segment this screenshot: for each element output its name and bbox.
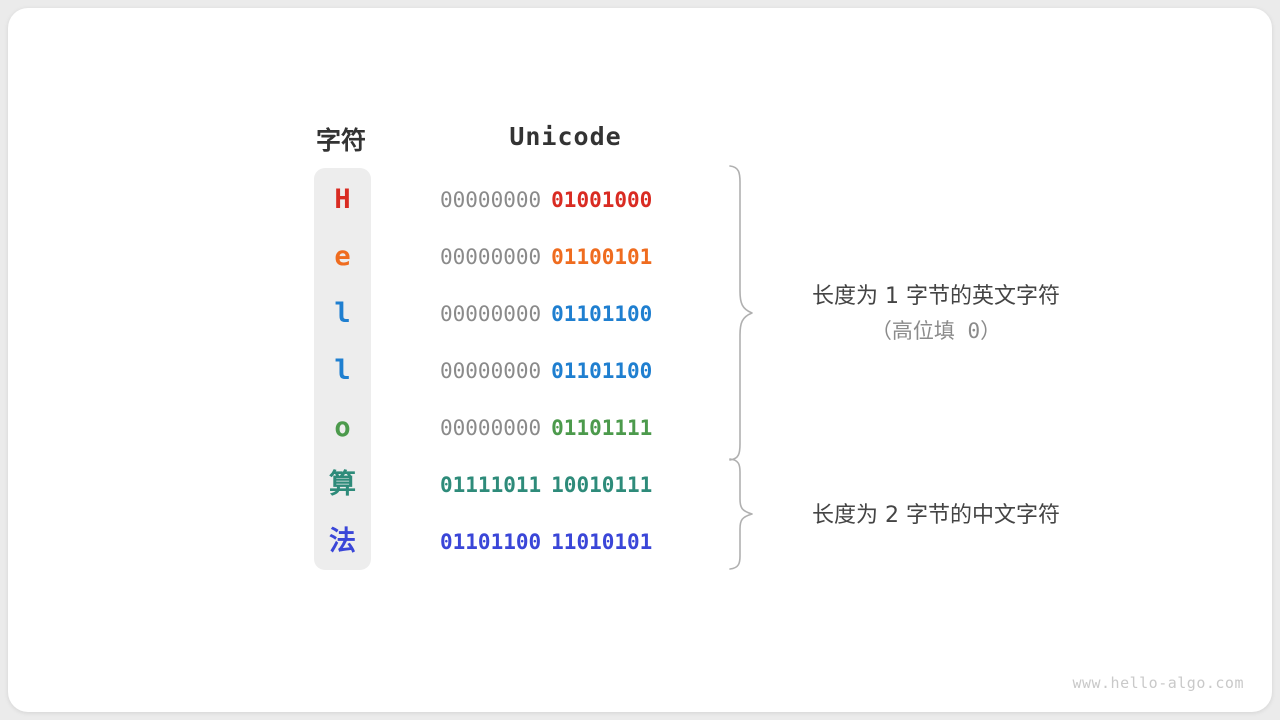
character-cell: o bbox=[334, 412, 351, 443]
character-cell: H bbox=[334, 184, 351, 215]
watermark: www.hello-algo.com bbox=[1072, 674, 1244, 692]
binary-row: 01111011 10010111 bbox=[440, 470, 691, 500]
diagram-card: 字符 Unicode H 00000000 01001000 e 00000000 011… bbox=[8, 8, 1272, 712]
binary-row: 00000000 01101100 bbox=[440, 299, 691, 329]
high-byte: 00000000 bbox=[440, 245, 542, 269]
low-byte: 01100101 bbox=[551, 245, 653, 269]
character-cell: l bbox=[334, 355, 351, 386]
character-cell: 算 bbox=[329, 469, 356, 500]
binary-row: 00000000 01001000 bbox=[440, 185, 691, 215]
character-cell: e bbox=[334, 241, 351, 272]
low-byte: 01101100 bbox=[551, 359, 653, 383]
high-byte: 00000000 bbox=[440, 416, 542, 440]
character-column-background bbox=[314, 168, 371, 570]
character-cell: 法 bbox=[329, 526, 356, 557]
low-byte: 01101100 bbox=[551, 302, 653, 326]
annotation-one-byte-sub: （高位填 0） bbox=[870, 319, 1002, 343]
high-byte: 01101100 bbox=[440, 530, 542, 554]
binary-row: 00000000 01100101 bbox=[440, 242, 691, 272]
high-byte: 00000000 bbox=[440, 188, 542, 212]
high-byte: 00000000 bbox=[440, 302, 542, 326]
char-column-header: 字符 bbox=[315, 126, 366, 155]
binary-row: 00000000 01101111 bbox=[440, 413, 691, 443]
character-cell: l bbox=[334, 298, 351, 329]
binary-row: 01101100 11010101 bbox=[440, 527, 691, 557]
annotation-one-byte-main: 长度为 1 字节的英文字符 bbox=[812, 284, 1060, 309]
brace-one-byte bbox=[729, 165, 753, 461]
binary-row: 00000000 01101100 bbox=[440, 356, 691, 386]
annotation-two-byte-main: 长度为 2 字节的中文字符 bbox=[812, 503, 1060, 528]
high-byte: 00000000 bbox=[440, 359, 542, 383]
low-byte: 01101111 bbox=[551, 416, 653, 440]
low-byte: 11010101 bbox=[551, 530, 653, 554]
high-byte: 01111011 bbox=[440, 473, 542, 497]
low-byte: 10010111 bbox=[551, 473, 653, 497]
unicode-column-header: Unicode bbox=[509, 122, 622, 151]
brace-two-byte bbox=[729, 458, 753, 570]
low-byte: 01001000 bbox=[551, 188, 653, 212]
